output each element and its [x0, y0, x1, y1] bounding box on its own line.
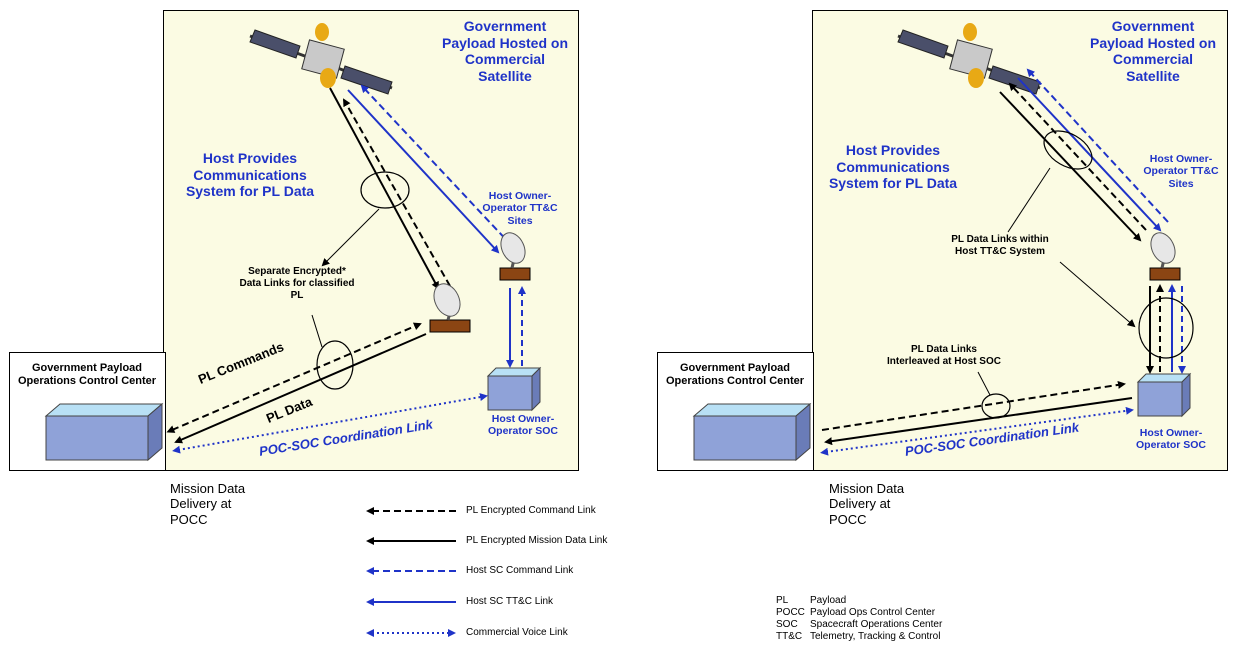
gov-center-label-right: Government Payload Operations Control Ce… — [665, 362, 805, 387]
soc-building-left — [486, 366, 542, 412]
ground-station-left — [429, 283, 471, 333]
left-separate-links-label: Separate Encrypted* Data Links for class… — [239, 266, 355, 301]
satellite-icon-right — [897, 23, 1041, 95]
right-title: Government Payload Hosted on Commercial … — [1089, 18, 1217, 84]
ttc-station-left — [499, 232, 531, 281]
legend-item-3: Host SC TT&C Link — [466, 596, 554, 607]
right-comm-label: Host Provides Communications System for … — [828, 142, 958, 192]
pl-data-link-down-left — [329, 87, 439, 290]
legend-item-2: Host SC Command Link — [466, 565, 574, 576]
right-interleaved-label: PL Data Links Interleaved at Host SOC — [887, 344, 1001, 367]
right-ttc-label: Host Owner-Operator TT&C Sites — [1143, 153, 1219, 190]
gov-building-right — [692, 402, 812, 462]
legend-item-1: PL Encrypted Mission Data Link — [466, 535, 608, 546]
pl-command-link-up-left — [343, 98, 451, 287]
left-title: Government Payload Hosted on Commercial … — [441, 18, 569, 84]
legend-item-4: Commercial Voice Link — [466, 627, 568, 638]
gov-center-label-left: Government Payload Operations Control Ce… — [17, 362, 157, 387]
right-soc-label: Host Owner-Operator SOC — [1135, 427, 1206, 452]
mission-delivery-left: Mission Data Delivery at POCC — [170, 481, 246, 527]
gov-building-left — [44, 402, 164, 462]
left-comm-label: Host Provides Communications System for … — [185, 150, 315, 200]
left-soc-label: Host Owner-Operator SOC — [487, 413, 558, 438]
satellite-icon-left — [249, 23, 393, 95]
legend-lines — [366, 507, 456, 637]
right-within-label: PL Data Links within Host TT&C System — [951, 234, 1049, 257]
left-ttc-label: Host Owner-Operator TT&C Sites — [482, 190, 558, 227]
soc-building-right — [1136, 372, 1192, 418]
ttc-station-right — [1149, 232, 1181, 281]
mission-delivery-right: Mission Data Delivery at POCC — [829, 481, 905, 527]
legend-item-0: PL Encrypted Command Link — [466, 505, 596, 516]
